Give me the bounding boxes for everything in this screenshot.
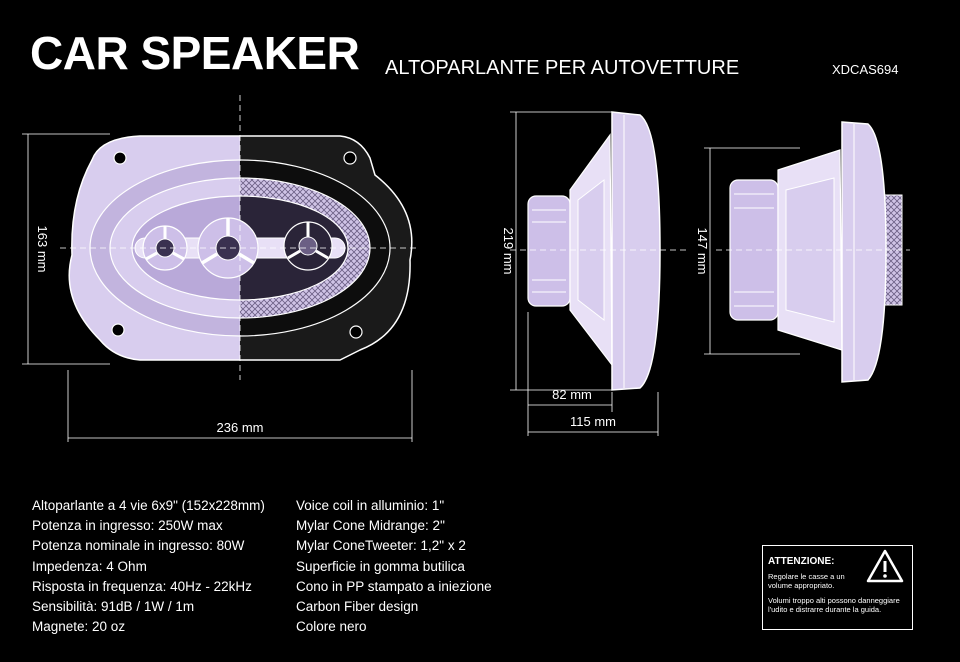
mount-hole-1 [113,151,127,165]
side-view-2 [716,121,910,383]
warning-title: ATTENZIONE: [768,556,835,567]
side-dimensions [510,111,659,436]
midrange-center [197,217,259,279]
spec-item: Magnete: 20 oz [32,619,126,635]
side-view [510,111,690,391]
spec-item: Carbon Fiber design [296,599,419,615]
spec-item: Cono in PP stampato a iniezione [296,578,492,594]
spec-item: Superficie in gomma butilica [296,558,465,574]
warning-box: ATTENZIONE: Regolare le casse a un volum… [762,545,913,630]
front-width-label: 236 mm [217,420,264,435]
front-dimensions [22,133,413,442]
spec-item: Risposta in frequenza: 40Hz - 22kHz [32,578,252,594]
mount-hole-3 [111,323,125,337]
side-total-depth-label: 115 mm [570,414,616,429]
warning-text-1: Regolare le casse a un volume appropriat… [768,572,845,590]
spec-item: Colore nero [296,619,367,635]
product-code: XDCAS694 [832,62,899,77]
side-height-label: 219 mm [501,228,516,275]
spec-item: Mylar Cone Midrange: 2" [296,518,445,534]
side-magnet-depth-label: 82 mm [552,387,592,402]
front-height-label: 163 mm [35,226,50,273]
spec-item: Mylar ConeTweeter: 1,2" x 2 [296,538,466,554]
front-view [60,95,420,380]
spec-item: Altoparlante a 4 vie 6x9" (152x228mm) [32,498,265,513]
mount-hole-2 [343,151,357,165]
page-title: CAR SPEAKER [30,27,360,79]
spec-item: Potenza in ingresso: 250W max [32,518,223,534]
page-subtitle: ALTOPARLANTE PER AUTOVETTURE [385,57,740,79]
side2-dimensions [704,147,800,355]
specs-right-list: Voice coil in alluminio: 1" Mylar Cone M… [296,496,492,637]
specs-left-list: Altoparlante a 4 vie 6x9" (152x228mm) Po… [32,496,265,637]
warning-text-2: Volumi troppo alti possono danneggiare l… [768,596,900,614]
mount-hole-4 [349,325,363,339]
spec-item: Sensibilità: 91dB / 1W / 1m [32,599,195,615]
warning-triangle-icon [866,549,904,583]
spec-item: Potenza nominale in ingresso: 80W [32,538,245,554]
side2-height-label: 147 mm [695,228,710,275]
spec-item: Impedenza: 4 Ohm [32,558,147,574]
spec-item: Voice coil in alluminio: 1" [296,498,445,513]
tweeter-right [283,221,333,271]
